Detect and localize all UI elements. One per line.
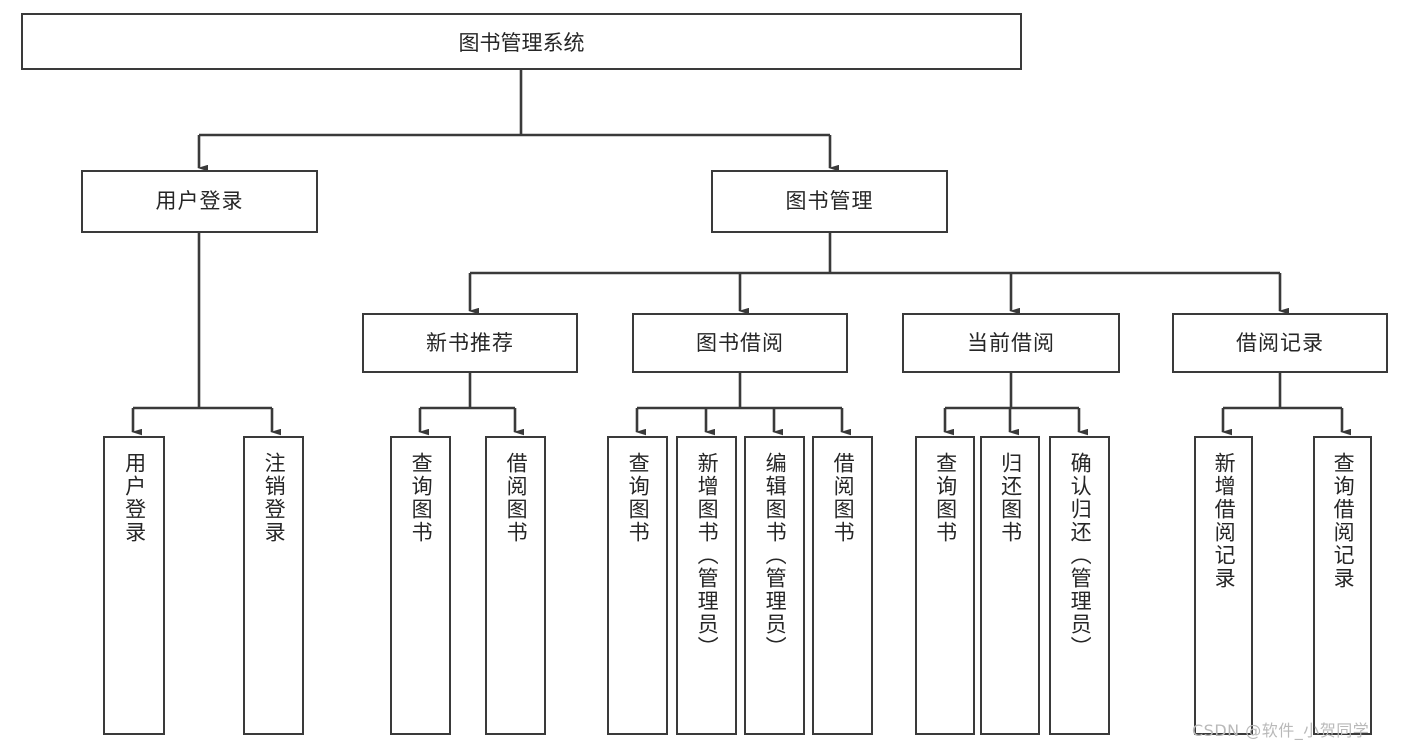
- leaf-borrow-book-recommend[interactable]: 借阅图书: [485, 436, 546, 735]
- leaf-query-book-recommend[interactable]: 查询图书: [390, 436, 451, 735]
- node-book-borrow[interactable]: 图书借阅: [632, 313, 848, 373]
- leaf-query-book-current[interactable]: 查询图书: [915, 436, 975, 735]
- leaf-edit-book-admin[interactable]: 编辑图书（管理员）: [744, 436, 805, 735]
- leaf-add-book-admin[interactable]: 新增图书（管理员）: [676, 436, 737, 735]
- leaf-add-borrow-record[interactable]: 新增借阅记录: [1194, 436, 1253, 735]
- leaf-query-borrow-record[interactable]: 查询借阅记录: [1313, 436, 1372, 735]
- node-current-borrow[interactable]: 当前借阅: [902, 313, 1120, 373]
- leaf-user-login[interactable]: 用户登录: [103, 436, 165, 735]
- node-book-management[interactable]: 图书管理: [711, 170, 948, 233]
- leaf-borrow-book[interactable]: 借阅图书: [812, 436, 873, 735]
- leaf-logout[interactable]: 注销登录: [243, 436, 304, 735]
- node-user-login[interactable]: 用户登录: [81, 170, 318, 233]
- leaf-return-book[interactable]: 归还图书: [980, 436, 1040, 735]
- node-root[interactable]: 图书管理系统: [21, 13, 1022, 70]
- leaf-confirm-return-admin[interactable]: 确认归还（管理员）: [1049, 436, 1110, 735]
- leaf-query-book-borrow[interactable]: 查询图书: [607, 436, 668, 735]
- node-new-book-recommend[interactable]: 新书推荐: [362, 313, 578, 373]
- csdn-watermark: CSDN @软件_小贺同学: [1192, 721, 1370, 740]
- node-borrow-record[interactable]: 借阅记录: [1172, 313, 1388, 373]
